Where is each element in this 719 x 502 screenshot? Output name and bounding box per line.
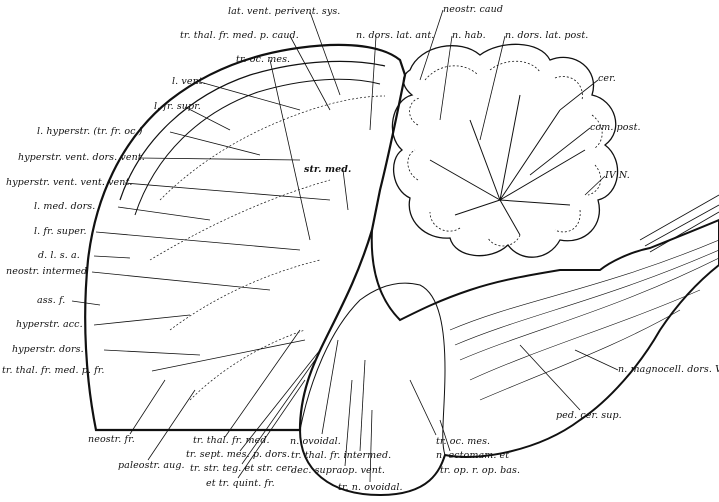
label-d-l-s-a: d. l. s. a. <box>38 250 80 261</box>
label-hyperstr-acc: hyperstr. acc. <box>16 319 83 330</box>
label-l-fr-super: l. fr. super. <box>34 226 87 237</box>
label-l-hyperstr: l. hyperstr. (tr. fr. oc.) <box>37 126 143 137</box>
label-neostr-intermed: neostr. intermed <box>6 266 87 277</box>
label-n-dors-lat-ant: n. dors. lat. ant. <box>356 30 434 41</box>
label-n-ectomam-et: n. ectomam. et <box>436 450 509 461</box>
hemisphere-outline <box>85 45 405 430</box>
label-str-med: str. med. <box>304 164 351 175</box>
ventricle-band-outer <box>120 61 385 200</box>
label-l-fr-supr: l. fr. supr. <box>154 101 201 112</box>
label-l-vent: l. vent. <box>172 76 206 87</box>
lamina-line-2 <box>150 180 330 260</box>
cerebellum <box>392 44 617 257</box>
label-ass-f: ass. f. <box>37 295 65 306</box>
label-tr-thal-fr-med-p-caud: tr. thal. fr. med. p. caud. <box>180 30 299 41</box>
label-n-dors-lat-post: n. dors. lat. post. <box>505 30 588 41</box>
tract-lines <box>450 240 719 400</box>
label-neostr-caud: neostr. caud <box>443 4 503 15</box>
label-hyperstr-vent-vent-vent: hyperstr. vent. vent. vent. <box>6 177 133 188</box>
label-cer: cer. <box>598 73 616 84</box>
label-n-magnocell-dors-VIII: n. magnocell. dors. VIII <box>618 364 719 375</box>
label-paleostr-aug: paleostr. aug. <box>118 460 185 471</box>
label-neostr-fr: neostr. fr. <box>88 434 135 445</box>
label-tr-thal-fr-med-p-fr: tr. thal. fr. med. p. fr. <box>2 365 105 376</box>
label-tr-oc-mes-top: tr. oc. mes. <box>236 54 290 65</box>
lamina-line-3 <box>170 260 320 330</box>
leader-lines <box>72 10 618 482</box>
label-tr-thal-fr-med: tr. thal. fr. med. <box>193 435 270 446</box>
label-tr-str-teg: tr. str. teg. et str. cer. <box>190 463 294 474</box>
nerve-root <box>640 195 719 252</box>
label-IV-N: IV N. <box>605 170 630 181</box>
label-tr-oc-mes-bottom: tr. oc. mes. <box>436 436 490 447</box>
label-n-hab: n. hab. <box>452 30 486 41</box>
label-tr-sept-mes-p-dors: tr. sept. mes. p. dors. <box>186 449 290 460</box>
label-et-tr-quint-fr: et tr. quint. fr. <box>206 478 275 489</box>
label-l-med-dors: l. med. dors. <box>34 201 95 212</box>
label-dec-supraop-vent: dec. supraop. vent. <box>291 465 385 476</box>
label-hyperstr-dors: hyperstr. dors. <box>12 344 84 355</box>
label-tr-op-r-op-bas: tr. op. r. op. bas. <box>440 465 520 476</box>
label-lat-vent-perivent-sys: lat. vent. perivent. sys. <box>228 6 340 17</box>
label-com-post: com. post. <box>590 122 641 133</box>
label-hyperstr-vent-dors-vent: hyperstr. vent. dors. vent. <box>18 152 145 163</box>
label-tr-n-ovoidal: tr. n. ovoidal. <box>338 482 403 493</box>
lamina-line-4 <box>190 330 305 400</box>
label-n-ovoidal: n. ovoidal. <box>290 436 341 447</box>
label-tr-thal-fr-intermed: tr. thal. fr. intermed. <box>291 450 391 461</box>
label-ped-cer-sup: ped. cer. sup. <box>556 410 622 421</box>
